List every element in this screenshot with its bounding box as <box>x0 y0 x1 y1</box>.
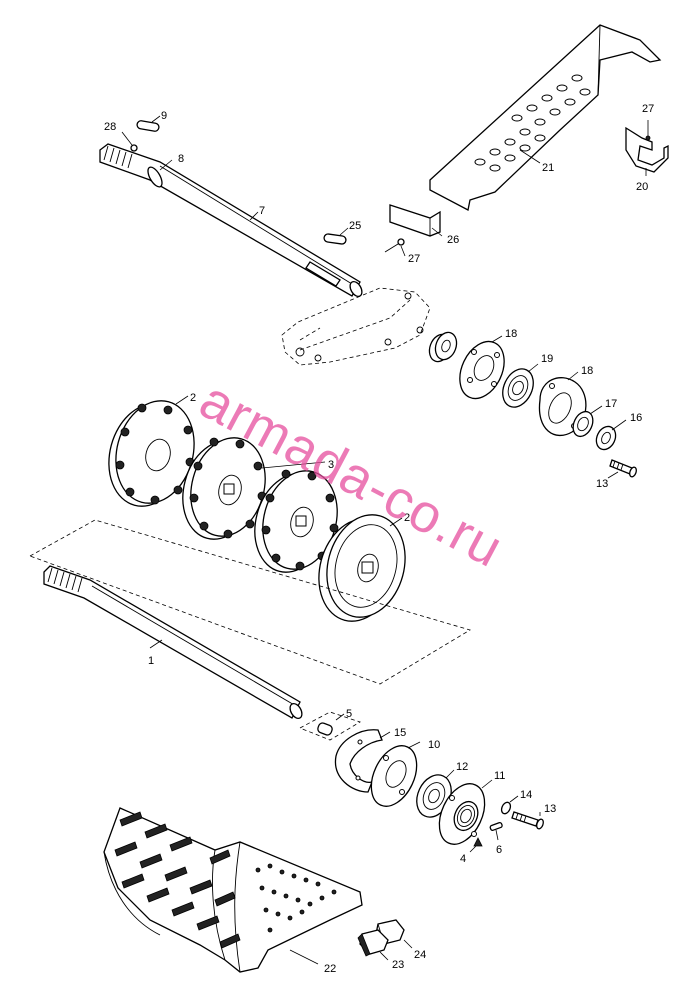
callout-4: 4 <box>460 853 466 865</box>
part-5-coupler <box>299 711 361 741</box>
part-16-washer <box>595 419 627 451</box>
part-20-bracket <box>625 120 669 176</box>
callout-23: 23 <box>392 959 404 971</box>
callout-14: 14 <box>520 789 532 801</box>
part-15-retainer <box>334 729 391 793</box>
part-25-key <box>323 227 349 245</box>
callout-24: 24 <box>414 949 426 961</box>
chaincase-housing-outline <box>281 287 431 366</box>
part-21-cover <box>429 24 662 211</box>
part-6-pin <box>489 821 503 841</box>
part-3-sprocket-inner-b <box>254 461 339 573</box>
part-22-track <box>103 807 363 973</box>
callout-17: 17 <box>605 398 617 410</box>
callout-25: 25 <box>349 220 361 232</box>
callout-27-upper: 27 <box>642 103 654 115</box>
callout-1: 1 <box>148 655 154 667</box>
part-19-bearing <box>502 363 539 408</box>
callout-19: 19 <box>541 353 553 365</box>
callout-22: 22 <box>324 963 336 975</box>
callout-9: 9 <box>161 110 167 122</box>
part-2-sprocket-wheel <box>318 514 406 622</box>
cover-vent-holes <box>474 74 591 172</box>
part-27-rivet <box>384 238 406 257</box>
part-14-washer <box>500 795 519 815</box>
callout-8: 8 <box>178 153 184 165</box>
callout-26: 26 <box>447 234 459 246</box>
part-7-upper-shaft <box>99 143 363 298</box>
part-26-bracket <box>389 204 443 237</box>
part-10-flange <box>370 741 421 807</box>
part-9-key <box>136 115 161 132</box>
part-18-flange-upper <box>459 335 505 400</box>
bearing-collar <box>428 331 458 363</box>
callout-3: 3 <box>328 459 334 471</box>
track-windows <box>255 863 337 933</box>
callout-28: 28 <box>104 121 116 133</box>
callout-11: 11 <box>494 770 505 782</box>
track-cleats <box>114 811 241 949</box>
callout-18-lower: 18 <box>581 365 593 377</box>
callout-27-lower: 27 <box>408 253 420 265</box>
callout-12: 12 <box>456 761 468 773</box>
part-4-clip <box>469 837 483 853</box>
callout-20: 20 <box>636 181 648 193</box>
callout-18-upper: 18 <box>505 328 517 340</box>
callout-2-right: 2 <box>404 512 410 524</box>
part-23-clip <box>357 929 389 961</box>
lower-assembly-envelope <box>29 519 471 685</box>
part-1-drive-axle <box>43 565 303 720</box>
callout-13-upper: 13 <box>596 478 608 490</box>
callout-15: 15 <box>394 727 406 739</box>
callout-10: 10 <box>428 739 440 751</box>
part-3-sprocket-inner-a <box>182 437 267 540</box>
part-13-bolt-lower <box>511 811 544 830</box>
part-13-bolt-upper <box>607 459 637 479</box>
callout-5: 5 <box>346 708 352 720</box>
callout-7: 7 <box>259 205 265 217</box>
callout-labels: 9 28 8 7 25 26 27 27 21 20 18 19 18 17 1… <box>104 103 654 975</box>
part-28-fitting <box>121 131 138 152</box>
callout-2-left: 2 <box>190 392 196 404</box>
part-2-sprocket-outer <box>108 395 195 507</box>
callout-21: 21 <box>542 162 554 174</box>
part-17-ring <box>572 405 603 438</box>
callout-16: 16 <box>630 412 642 424</box>
callout-6: 6 <box>496 844 502 856</box>
callout-13-lower: 13 <box>544 803 556 815</box>
part-11-hub <box>438 779 493 845</box>
